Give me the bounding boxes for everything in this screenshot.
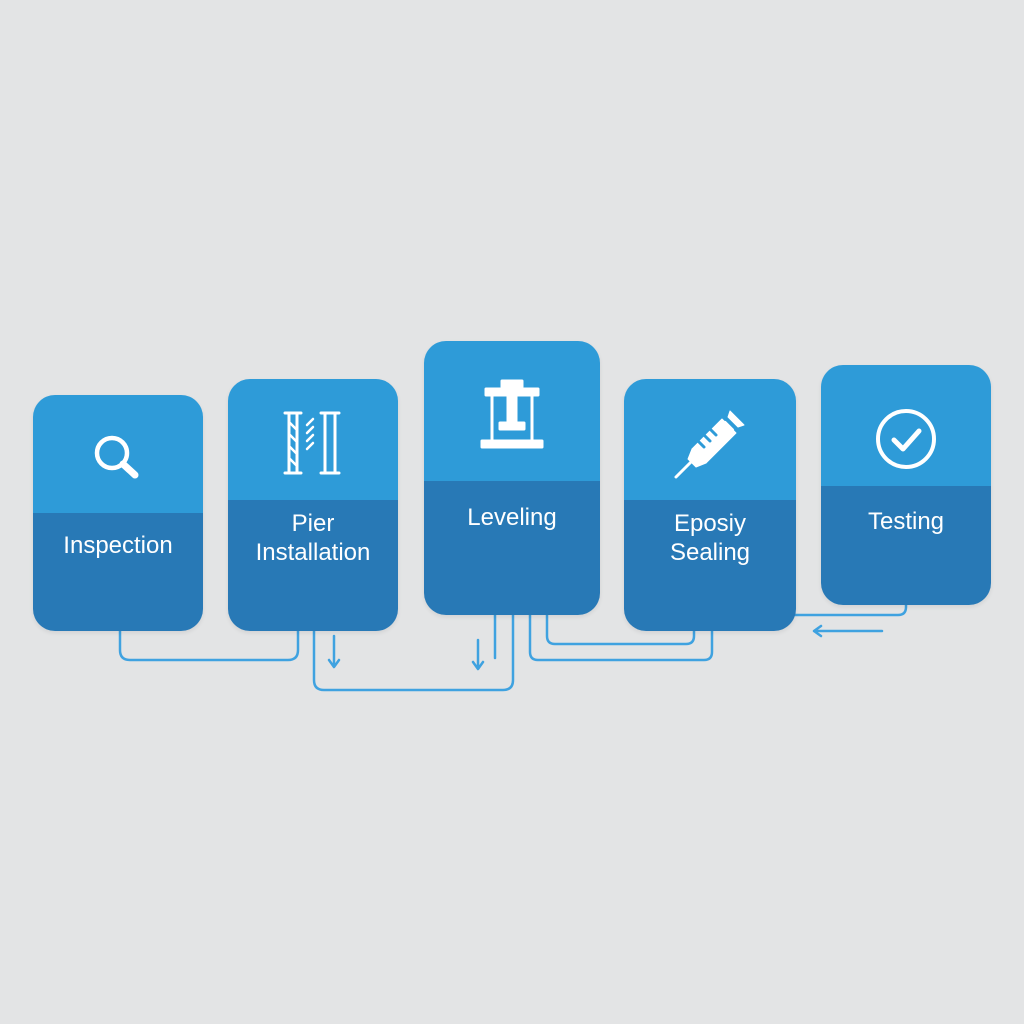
check-circle-icon [876, 409, 936, 469]
down-arrow-2 [471, 638, 485, 671]
left-arrow [812, 624, 884, 638]
connector-leveling-epoxy-inner [545, 613, 696, 646]
step-label: Pier Installation [255, 510, 371, 566]
step-label: Inspection [63, 532, 173, 559]
connector-inspection-pier [118, 628, 300, 662]
connector-leveling-epoxy-outer [528, 613, 714, 662]
step-label: Leveling [467, 504, 557, 531]
step-card-pier-installation: Pier Installation [228, 379, 398, 631]
connector-pier-leveling [312, 613, 515, 692]
step-card-inspection: Inspection [33, 395, 203, 631]
step-card-leveling: Leveling [424, 341, 600, 615]
syringe-icon [674, 410, 745, 479]
step-label: Testing [867, 508, 945, 535]
step-card-epoxy-sealing: Eposiy Sealing [624, 379, 796, 631]
hydraulic-press-icon [480, 379, 544, 449]
pier-columns-icon [283, 411, 341, 475]
connector-epoxy-testing [793, 602, 908, 617]
step-card-testing: Testing [821, 365, 991, 605]
step-label: Eposiy Sealing [669, 510, 751, 566]
down-arrow-1 [327, 634, 341, 669]
magnifier-icon [94, 435, 139, 479]
